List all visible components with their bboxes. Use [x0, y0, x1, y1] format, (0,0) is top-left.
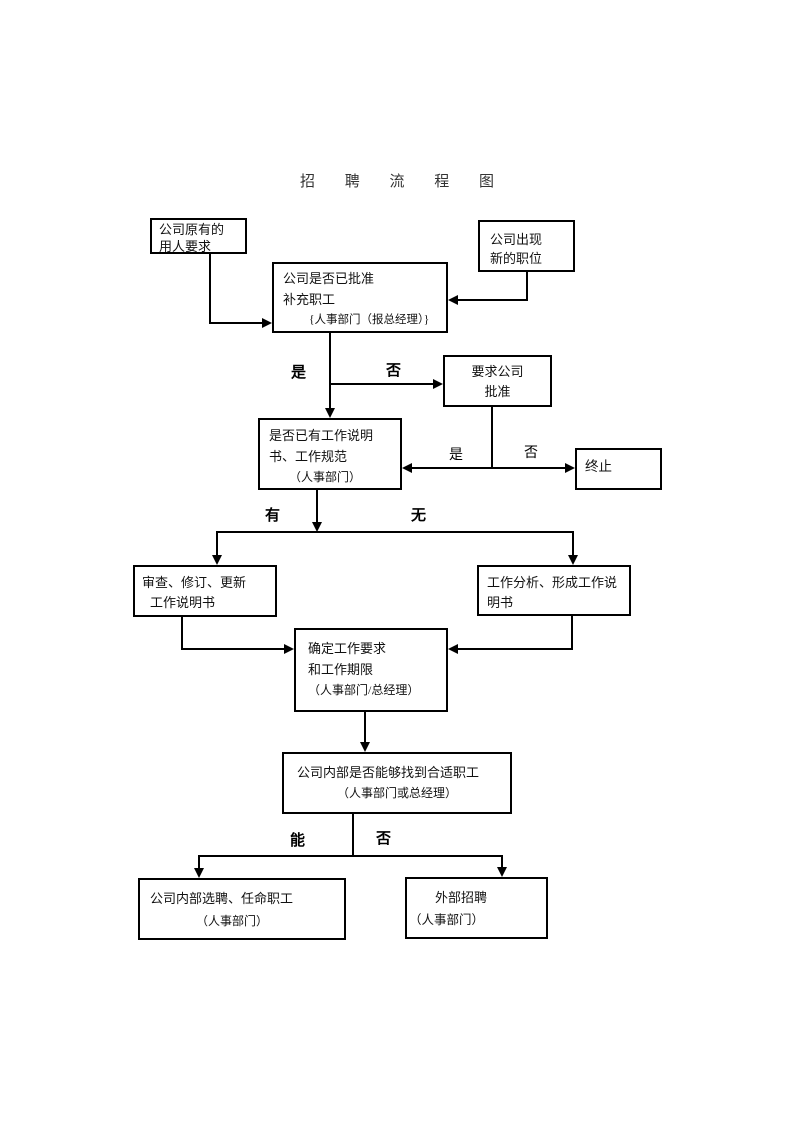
edge-label-yes-approved: 是: [291, 364, 307, 381]
node-text-line: 新的职位: [490, 251, 543, 266]
node-approved-supplement-staff: 公司是否已批准 补充职工 {人事部门（报总经理）}: [272, 262, 448, 333]
node-internal-selection-appointment: 公司内部选聘、任命职工 （人事部门）: [138, 878, 346, 940]
node-text-line: （人事部门/总经理）: [308, 683, 420, 697]
arrowhead: [284, 644, 294, 654]
arrowhead: [262, 318, 272, 328]
node-review-revise-update: 审查、修订、更新 工作说明书: [133, 565, 277, 617]
connector-line: [181, 648, 285, 650]
arrowhead: [448, 295, 458, 305]
arrowhead: [312, 522, 322, 532]
edge-label-yes-granted: 是: [449, 448, 463, 463]
edge-label-can-internal: 能: [290, 832, 306, 849]
node-company-existing-demand: 公司原有的 用人要求: [150, 218, 247, 254]
node-text-line: 审查、修订、更新: [142, 575, 247, 590]
node-text-line: 工作分析、形成工作说: [487, 575, 618, 590]
arrowhead: [565, 463, 575, 473]
node-job-description-exists: 是否已有工作说明 书、工作规范 （人事部门）: [258, 418, 402, 490]
edge-label-no-granted: 否: [524, 446, 538, 461]
node-company-new-position: 公司出现 新的职位: [478, 220, 575, 272]
connector-line: [216, 531, 574, 533]
connector-line: [501, 855, 503, 868]
connector-line: [458, 648, 573, 650]
connector-line: [572, 531, 574, 556]
arrowhead: [212, 555, 222, 565]
node-text-line: 公司出现: [490, 232, 543, 247]
node-text-line: （人事部门）: [196, 914, 269, 928]
node-text-line: 批准: [484, 384, 511, 399]
connector-line: [491, 407, 493, 468]
node-text-line: （人事部门）: [289, 470, 362, 484]
node-external-recruitment: 外部招聘 （人事部门）: [405, 877, 548, 939]
connector-line: [216, 531, 218, 556]
node-text-line: 是否已有工作说明: [269, 428, 374, 443]
connector-line: [411, 467, 566, 469]
node-text-line: 公司是否已批准: [283, 271, 375, 286]
connector-line: [209, 253, 211, 323]
connector-line: [198, 855, 200, 869]
node-text-line: 工作说明书: [150, 595, 216, 610]
node-text-line: 确定工作要求: [308, 641, 387, 656]
arrowhead: [448, 644, 458, 654]
connector-line: [526, 272, 528, 300]
arrowhead: [360, 742, 370, 752]
connector-line: [329, 333, 331, 409]
node-text-line: {人事部门（报总经理）}: [309, 314, 430, 326]
arrowhead: [433, 379, 443, 389]
edge-label-no-approved: 否: [386, 362, 402, 379]
node-text-line: 补充职工: [283, 292, 336, 307]
edge-label-no-description: 无: [411, 507, 427, 524]
arrowhead: [194, 868, 204, 878]
node-text-line: （人事部门）: [409, 913, 485, 927]
connector-line: [316, 490, 318, 523]
connector-line: [198, 855, 503, 857]
node-text-line: 明书: [487, 595, 514, 610]
node-text-line: 用人要求: [159, 239, 212, 254]
node-text-line: （人事部门或总经理）: [337, 786, 458, 800]
connector-line: [364, 712, 366, 743]
arrowhead: [325, 408, 335, 418]
edge-label-no-internal: 否: [376, 830, 392, 847]
node-terminate: 终止: [575, 448, 662, 490]
node-job-analysis: 工作分析、形成工作说 明书: [477, 565, 631, 616]
connector-line: [181, 617, 183, 650]
arrowhead: [402, 463, 412, 473]
node-text-line: 和工作期限: [308, 662, 374, 677]
node-text-line: 要求公司: [471, 364, 524, 379]
connector-line: [458, 299, 528, 301]
connector-line: [352, 814, 354, 857]
arrowhead: [497, 867, 507, 877]
connector-line: [571, 616, 573, 650]
node-determine-requirements: 确定工作要求 和工作期限 （人事部门/总经理）: [294, 628, 448, 712]
node-text-line: 公司内部选聘、任命职工: [150, 891, 294, 906]
edge-label-have-description: 有: [265, 507, 281, 524]
diagram-title: 招 聘 流 程 图: [299, 174, 507, 190]
node-request-company-approval: 要求公司 批准: [443, 355, 552, 407]
connector-line: [209, 322, 263, 324]
node-text-line: 终止: [585, 459, 612, 474]
arrowhead: [568, 555, 578, 565]
node-text-line: 外部招聘: [435, 890, 488, 905]
node-text-line: 公司原有的: [159, 222, 225, 237]
node-text-line: 书、工作规范: [269, 449, 348, 464]
node-text-line: 公司内部是否能够找到合适职工: [297, 765, 480, 780]
node-internal-candidate-check: 公司内部是否能够找到合适职工 （人事部门或总经理）: [282, 752, 512, 814]
connector-line: [329, 383, 434, 385]
